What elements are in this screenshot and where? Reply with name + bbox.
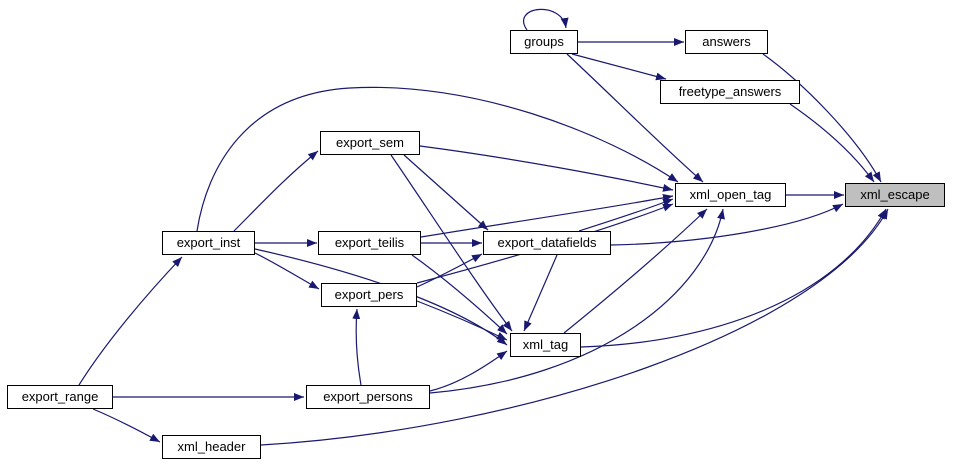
edge-export_datafields-to-xml_tag (523, 254, 558, 332)
edge-export_datafields-to-xml_escape (610, 203, 844, 246)
edge-export_sem-to-xml_open_tag (419, 145, 674, 192)
edge-export_datafields-to-xml_open_tag (578, 198, 674, 232)
node-xml_header[interactable]: xml_header (162, 435, 261, 459)
edge-freetype_answers-to-xml_escape (789, 103, 875, 183)
edge-groups-to-xml_open_tag (566, 53, 704, 183)
node-export_range[interactable]: export_range (7, 385, 113, 409)
edge-export_inst-to-xml_open_tag (196, 86, 679, 232)
node-groups[interactable]: groups (510, 30, 578, 54)
edge-export_inst-to-export_pers (254, 252, 320, 290)
node-export_teilis[interactable]: export_teilis (318, 231, 421, 255)
edge-export_range-to-xml_header (92, 408, 161, 443)
node-export_sem[interactable]: export_sem (320, 131, 420, 155)
edge-export_pers-to-export_datafields (416, 253, 483, 288)
edge-xml_header-to-xml_escape (260, 208, 889, 446)
edge-xml_tag-to-xml_open_tag (563, 208, 708, 334)
node-freetype_answers[interactable]: freetype_answers (660, 80, 800, 104)
edge-export_teilis-to-xml_open_tag (420, 193, 674, 238)
edge-export_inst-to-export_sem (233, 150, 319, 232)
edge-export_persons-to-xml_tag (429, 350, 508, 392)
node-export_inst[interactable]: export_inst (162, 231, 255, 255)
edge-export_sem-to-xml_tag (390, 154, 513, 332)
edge-export_teilis-to-xml_tag (411, 254, 508, 335)
node-answers[interactable]: answers (685, 30, 768, 54)
edge-groups-to-groups (523, 8, 569, 31)
edge-answers-to-xml_escape (762, 53, 882, 183)
edge-export_range-to-export_inst (78, 256, 183, 386)
node-export_datafields[interactable]: export_datafields (483, 231, 611, 255)
node-xml_escape[interactable]: xml_escape (845, 183, 945, 207)
edge-export_persons-to-export_pers (352, 308, 362, 386)
edge-groups-to-freetype_answers (571, 53, 667, 81)
edge-export_persons-to-xml_open_tag (429, 208, 725, 394)
edge-xml_tag-to-xml_escape (580, 208, 887, 348)
edge-export_sem-to-export_datafields (403, 154, 489, 231)
node-xml_open_tag[interactable]: xml_open_tag (675, 183, 786, 207)
node-xml_tag[interactable]: xml_tag (510, 333, 581, 357)
edge-export_pers-to-xml_tag (416, 300, 508, 341)
node-export_persons[interactable]: export_persons (306, 385, 430, 409)
node-export_pers[interactable]: export_pers (321, 283, 417, 307)
